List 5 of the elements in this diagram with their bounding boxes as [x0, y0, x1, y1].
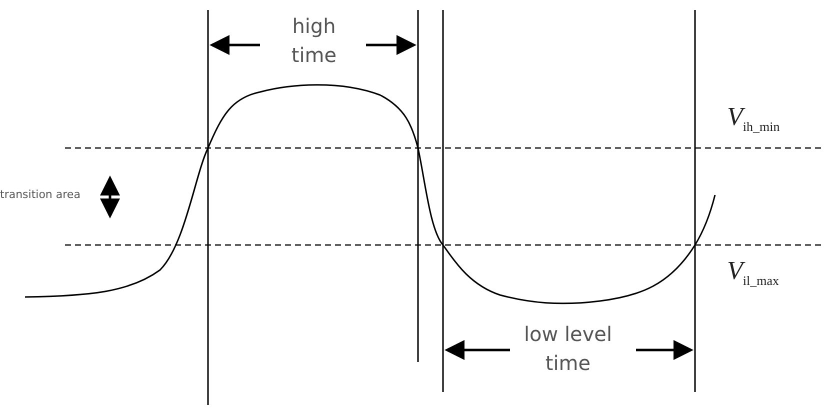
threshold-label: V$_{ih_min}$	[727, 102, 780, 136]
range-label: transition area	[0, 187, 82, 203]
duration-label: low level time	[522, 321, 614, 377]
threshold-label: V$_{il_max}$	[727, 256, 779, 290]
duration-label: high time	[290, 13, 338, 69]
